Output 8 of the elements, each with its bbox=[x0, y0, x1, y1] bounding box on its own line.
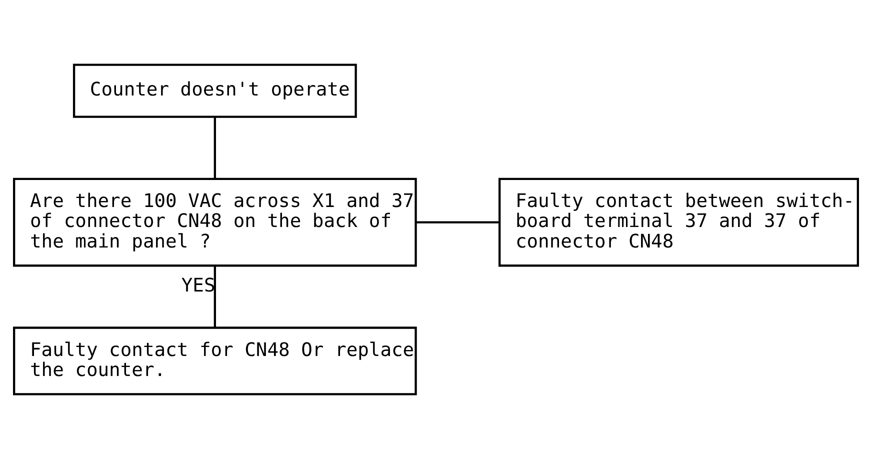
connector bbox=[416, 221, 500, 224]
node-box: Faulty contact between switch-board terminal 37 and 37 of connector CN48 bbox=[498, 178, 859, 267]
node-box: Counter doesn't operate bbox=[72, 64, 357, 118]
connector bbox=[214, 266, 216, 328]
node-box: Faulty contact for CN48 Or replace the counter. bbox=[13, 326, 417, 396]
edge-label: YES bbox=[181, 275, 216, 296]
node-box: Are there 100 VAC across X1 and 37 of connector CN48 on the back of the main panel ? bbox=[13, 178, 417, 267]
connector bbox=[214, 117, 216, 179]
